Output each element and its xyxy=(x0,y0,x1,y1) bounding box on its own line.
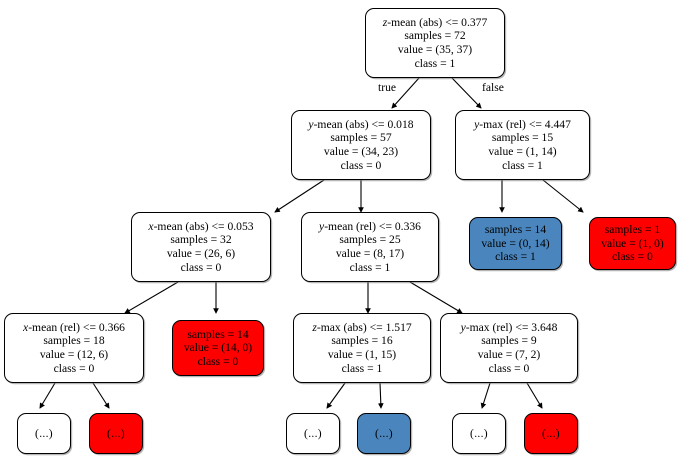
node-ellipsis-3[interactable]: (...) xyxy=(286,413,340,454)
edge-n10-right xyxy=(526,382,543,409)
node-value: value = (7, 2) xyxy=(477,348,541,361)
node-condition: x-mean (abs) <= 0.053 xyxy=(148,219,254,233)
node-ellipsis-1[interactable]: (...) xyxy=(17,413,71,454)
node-root-value: value = (35, 37) xyxy=(397,43,473,56)
ellipsis-label: (...) xyxy=(375,426,393,440)
node-value: value = (14, 0) xyxy=(183,341,253,355)
node-condition: y-max (rel) <= 3.648 xyxy=(460,320,558,334)
ellipsis-label: (...) xyxy=(304,426,322,440)
node-leaf-samples-14-class-1[interactable]: samples = 14 value = (0, 14) class = 1 xyxy=(469,217,562,270)
node-value: value = (1, 0) xyxy=(601,236,664,250)
ellipsis-label: (...) xyxy=(542,426,560,440)
node-class: class = 0 xyxy=(197,354,239,368)
node-y-mean-abs-0018[interactable]: y-mean (abs) <= 0.018 samples = 57 value… xyxy=(291,110,431,180)
node-class: class = 1 xyxy=(502,158,543,172)
node-class: class = 1 xyxy=(349,260,391,274)
node-class: class = 1 xyxy=(341,361,383,375)
node-root-condition: z-mean (abs) <= 0.377 xyxy=(382,15,488,29)
ellipsis-label: (...) xyxy=(35,426,53,440)
node-samples: samples = 18 xyxy=(43,334,105,348)
edge-n2-right xyxy=(542,179,584,213)
edge-n4-right xyxy=(409,281,463,314)
node-ellipsis-4[interactable]: (...) xyxy=(357,413,411,454)
node-value: value = (1, 14) xyxy=(488,145,557,158)
node-samples: samples = 9 xyxy=(481,334,537,348)
edge-label-false: false xyxy=(482,81,504,94)
edge-root-false xyxy=(451,77,482,109)
edge-root-true xyxy=(391,77,420,109)
node-class: class = 0 xyxy=(612,250,653,264)
ellipsis-label: (...) xyxy=(107,426,125,440)
node-value: value = (0, 14) xyxy=(481,236,550,250)
node-samples: samples = 1 xyxy=(604,223,661,237)
edge-n7-left xyxy=(39,382,56,409)
ellipsis-label: (...) xyxy=(470,426,488,440)
node-condition: x-mean (rel) <= 0.366 xyxy=(23,320,125,334)
node-ellipsis-5[interactable]: (...) xyxy=(452,413,506,454)
node-class: class = 0 xyxy=(488,361,530,375)
node-condition: y-mean (rel) <= 0.336 xyxy=(319,219,421,233)
node-value: value = (8, 17) xyxy=(335,247,405,260)
edge-n3-left xyxy=(124,281,179,314)
node-leaf-samples-14-class-0[interactable]: samples = 14 value = (14, 0) class = 0 xyxy=(172,320,264,376)
node-samples: samples = 32 xyxy=(170,233,232,247)
node-value: value = (26, 6) xyxy=(166,247,236,260)
node-x-mean-abs-0053[interactable]: x-mean (abs) <= 0.053 samples = 32 value… xyxy=(131,212,271,282)
node-y-max-rel-4447[interactable]: y-max (rel) <= 4.447 samples = 15 value … xyxy=(455,110,590,180)
node-class: class = 0 xyxy=(180,260,222,274)
node-condition: y-max (rel) <= 4.447 xyxy=(474,117,571,131)
node-samples: samples = 14 xyxy=(187,327,249,341)
edge-n9-left xyxy=(326,382,346,409)
node-ellipsis-2[interactable]: (...) xyxy=(89,413,143,454)
edge-label-true: true xyxy=(378,81,397,94)
node-samples: samples = 57 xyxy=(330,131,392,145)
node-root-samples: samples = 72 xyxy=(404,29,466,43)
edge-n7-right xyxy=(92,382,110,409)
node-class: class = 0 xyxy=(53,361,95,375)
node-class: class = 1 xyxy=(495,250,536,264)
node-y-mean-rel-0336[interactable]: y-mean (rel) <= 0.336 samples = 25 value… xyxy=(301,212,439,282)
node-condition: y-mean (abs) <= 0.018 xyxy=(308,117,414,131)
node-samples: samples = 25 xyxy=(339,233,401,247)
node-x-mean-rel-0366[interactable]: x-mean (rel) <= 0.366 samples = 18 value… xyxy=(4,313,144,383)
node-samples: samples = 16 xyxy=(331,334,393,348)
node-samples: samples = 15 xyxy=(491,131,554,145)
node-condition: z-max (abs) <= 1.517 xyxy=(312,320,412,334)
node-leaf-samples-1-class-0[interactable]: samples = 1 value = (1, 0) class = 0 xyxy=(589,217,676,270)
edge-n1-left xyxy=(274,179,325,213)
edge-n10-left xyxy=(480,382,491,409)
node-z-max-abs-1517[interactable]: z-max (abs) <= 1.517 samples = 16 value … xyxy=(293,313,431,383)
node-root[interactable]: z-mean (abs) <= 0.377 samples = 72 value… xyxy=(365,8,505,78)
node-class: class = 0 xyxy=(340,158,382,172)
node-value: value = (34, 23) xyxy=(323,145,399,158)
edge-n9-right xyxy=(377,382,384,409)
node-value: value = (1, 15) xyxy=(327,348,397,361)
node-y-max-rel-3648[interactable]: y-max (rel) <= 3.648 samples = 9 value =… xyxy=(440,313,578,383)
node-ellipsis-6[interactable]: (...) xyxy=(524,413,578,454)
node-samples: samples = 14 xyxy=(484,223,547,237)
node-value: value = (12, 6) xyxy=(39,348,109,361)
node-root-class: class = 1 xyxy=(414,56,456,70)
